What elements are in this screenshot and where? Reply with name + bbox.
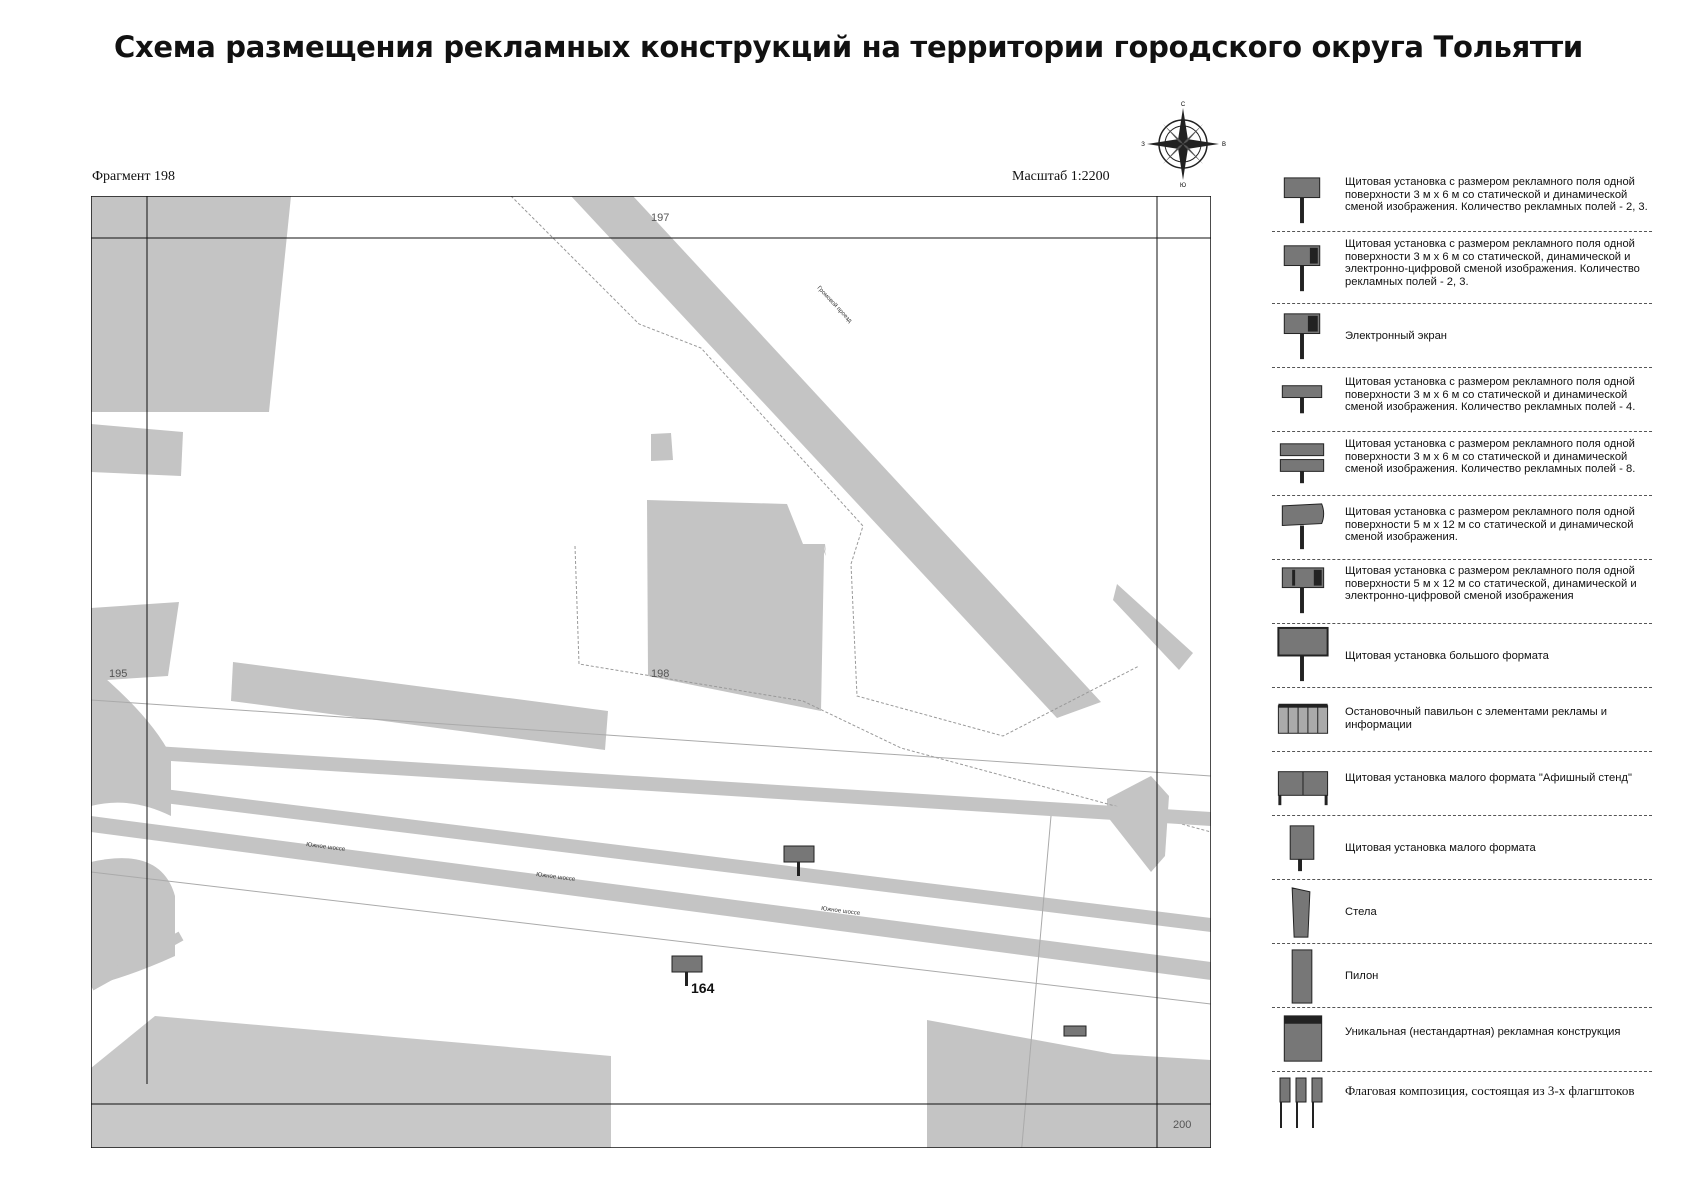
stele-icon (1291, 887, 1311, 938)
compass-south-label: Ю (1180, 183, 1186, 188)
diagonal-road (571, 196, 1101, 718)
legend-item: Щитовая установка с размером рекламного … (1272, 172, 1652, 232)
legend-item: Уникальная (нестандартная) рекламная кон… (1272, 1008, 1652, 1072)
scale-label: Масштаб 1:2200 (1012, 169, 1110, 184)
sheet-number-left: 195 (109, 668, 127, 680)
ad-marker-number: 164 (691, 980, 715, 996)
ad-marker-stop[interactable] (1063, 1025, 1087, 1037)
legend-text: Щитовая установка с размером рекламного … (1345, 565, 1637, 603)
legend-item: Щитовая установка большого формата (1272, 624, 1652, 688)
legend-item: Стела (1272, 880, 1652, 944)
street-label-south-highway-2: Южное шоссе (536, 872, 576, 883)
small-format-board-icon (1289, 825, 1315, 872)
poster-stand-icon (1277, 771, 1329, 806)
bus-stop-pavilion-icon (1277, 703, 1329, 734)
legend-text: Щитовая установка большого формата (1345, 650, 1549, 662)
legend-text: Щитовая установка малого формата (1345, 842, 1536, 854)
building-left-small (91, 424, 183, 476)
unique-structure-icon (1283, 1015, 1323, 1062)
legend-text: Пилон (1345, 970, 1379, 982)
billboard-3x6-icon (1283, 177, 1321, 224)
electronic-screen-icon (1283, 313, 1321, 360)
billboard-3x6-digital-icon (1283, 245, 1321, 292)
legend-text: Флаговая композиция, состоящая из 3-х фл… (1345, 1083, 1635, 1098)
legend-text: Щитовая установка с размером рекламного … (1345, 438, 1636, 476)
billboard-5x12-icon (1281, 503, 1325, 550)
legend-text: Остановочный павильон с элементами рекла… (1345, 706, 1608, 731)
legend-item: Щитовая установка с размером рекламного … (1272, 432, 1652, 496)
legend-text: Уникальная (нестандартная) рекламная кон… (1345, 1026, 1621, 1038)
building-top-left (91, 196, 291, 412)
compass-west-label: З (1141, 142, 1145, 148)
street-label-south-highway-1: Южное шоссе (306, 842, 346, 853)
legend-item: Электронный экран (1272, 304, 1652, 368)
legend: Щитовая установка с размером рекламного … (1272, 172, 1652, 1132)
compass-rose-icon: С Ю З В (1141, 102, 1226, 188)
billboard-5x12-digital-icon (1281, 567, 1325, 614)
sheet-number-top: 197 (651, 212, 669, 224)
building-right-low (1107, 776, 1169, 872)
map-title: Схема размещения рекламных конструкций н… (114, 30, 1583, 64)
legend-text: Щитовая установка с размером рекламного … (1345, 238, 1640, 288)
ad-marker-164[interactable] (671, 955, 703, 986)
legend-item: Щитовая установка с размером рекламного … (1272, 496, 1652, 560)
legend-item: Щитовая установка с размером рекламного … (1272, 232, 1652, 304)
legend-item: Щитовая установка с размером рекламного … (1272, 560, 1652, 624)
legend-item: Флаговая композиция, состоящая из 3-х фл… (1272, 1072, 1652, 1132)
legend-text: Щитовая установка с размером рекламного … (1345, 176, 1648, 214)
legend-item: Щитовая установка малого формата "Афишны… (1272, 752, 1652, 816)
south-highway-lower (91, 780, 1211, 932)
legend-item: Пилон (1272, 944, 1652, 1008)
legend-text: Щитовая установка с размером рекламного … (1345, 506, 1635, 544)
sheet-number-center: 198 (651, 668, 669, 680)
main-building (647, 500, 826, 711)
building-bottom-right (927, 1020, 1211, 1148)
green-area-left (91, 666, 171, 816)
legend-text: Щитовая установка малого формата "Афишны… (1345, 772, 1632, 784)
pylon-icon (1291, 949, 1313, 1004)
billboard-4-fields-icon (1281, 385, 1323, 414)
billboard-8-fields-icon (1279, 443, 1325, 484)
south-highway-lower-2 (91, 816, 1211, 980)
legend-item: Остановочный павильон с элементами рекла… (1272, 688, 1652, 752)
building-right-diag (1113, 584, 1193, 670)
compass-east-label: В (1222, 142, 1226, 148)
legend-text: Стела (1345, 906, 1377, 918)
building-bottom-left (91, 1016, 611, 1148)
legend-item: Щитовая установка с размером рекламного … (1272, 368, 1652, 432)
map-area[interactable]: 197 195 198 200 Южное шоссе Южное шоссе … (91, 196, 1211, 1148)
compass-north-label: С (1181, 102, 1186, 108)
building-long-strip (231, 662, 608, 750)
building-left-mid (91, 602, 179, 681)
large-format-billboard-icon (1277, 626, 1329, 682)
flag-composition-icon (1279, 1077, 1323, 1128)
street-label-south-highway-3: Южное шоссе (821, 906, 861, 917)
fragment-label: Фрагмент 198 (92, 169, 176, 184)
legend-item: Щитовая установка малого формата (1272, 816, 1652, 880)
legend-text: Щитовая установка с размером рекламного … (1345, 376, 1636, 414)
ad-marker-small[interactable] (783, 845, 815, 876)
south-highway-upper (91, 742, 1211, 826)
legend-text: Электронный экран (1345, 330, 1447, 342)
building-small-square (651, 433, 673, 461)
sheet-number-bottom-right: 200 (1173, 1119, 1191, 1131)
